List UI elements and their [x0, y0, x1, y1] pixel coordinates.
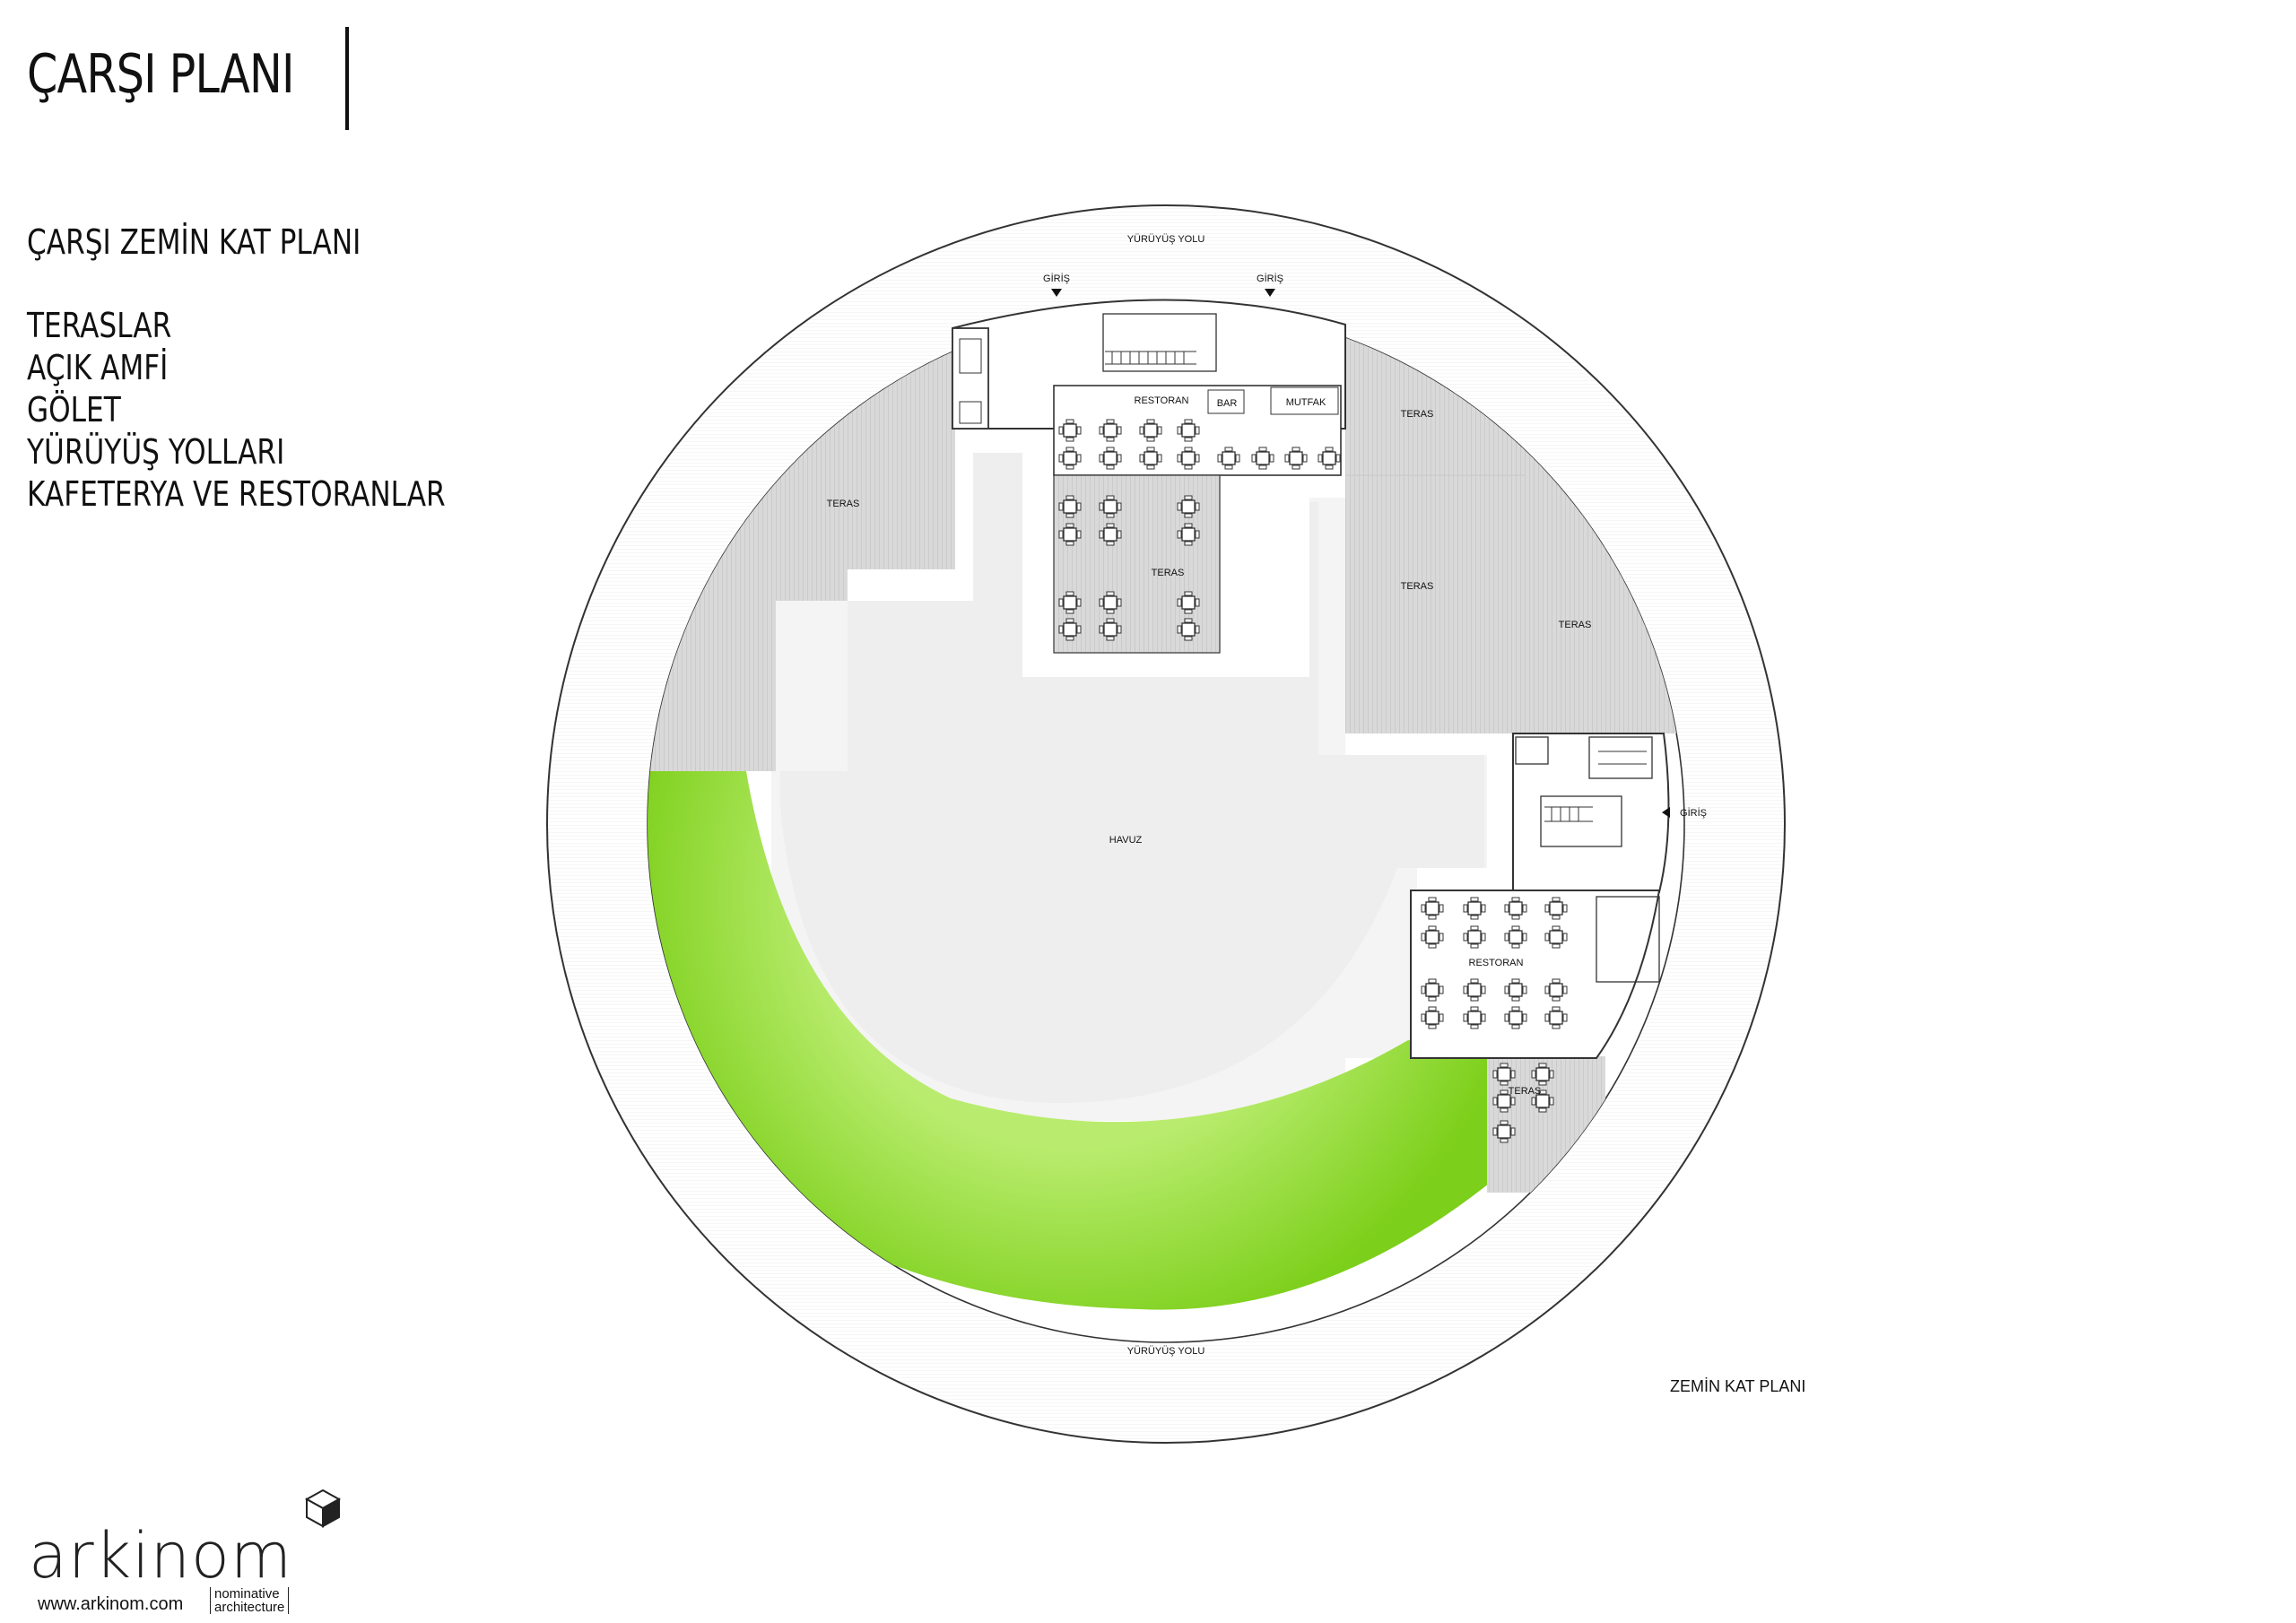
entrance-marker-1	[1051, 289, 1062, 297]
label-walkway-bottom: YÜRÜYÜŞ YOLU	[1127, 1346, 1205, 1357]
label-mutfak: MUTFAK	[1286, 397, 1326, 408]
title-divider	[345, 27, 349, 130]
east-building	[1512, 733, 1670, 893]
pool	[780, 453, 1484, 1103]
label-teras-center: TERAS	[1152, 568, 1185, 578]
label-entrance-1: GİRİŞ	[1043, 273, 1070, 284]
feature-item: KAFETERYA VE RESTORANLAR	[27, 474, 446, 514]
label-walkway-top: YÜRÜYÜŞ YOLU	[1127, 234, 1205, 245]
label-teras-west: TERAS	[827, 499, 860, 509]
brand-logo[interactable]: arkinom www.arkinom.com nominative archi…	[29, 1488, 342, 1614]
label-teras-se: TERAS	[1509, 1086, 1542, 1097]
feature-item: AÇIK AMFİ	[27, 348, 169, 387]
green-amphitheatre	[648, 771, 1489, 1310]
label-restoran-top: RESTORAN	[1135, 395, 1189, 406]
feature-item: TERASLAR	[27, 306, 172, 345]
cube-icon	[304, 1488, 342, 1528]
feature-item: YÜRÜYÜŞ YOLLARI	[27, 432, 285, 472]
plan-caption: ZEMİN KAT PLANI	[1670, 1377, 1806, 1395]
label-teras-ne-3: TERAS	[1559, 620, 1592, 630]
tagline-line-2: architecture	[214, 1600, 285, 1615]
page-subtitle: ÇARŞI ZEMİN KAT PLANI	[27, 222, 361, 262]
label-havuz: HAVUZ	[1109, 835, 1143, 846]
label-teras-ne-2: TERAS	[1401, 581, 1434, 592]
entrance-marker-2	[1265, 289, 1275, 297]
label-entrance-3: GİRİŞ	[1680, 807, 1707, 819]
entrance-marker-3	[1662, 807, 1670, 818]
feature-item: GÖLET	[27, 390, 121, 430]
website-link[interactable]: www.arkinom.com	[38, 1594, 184, 1614]
label-bar: BAR	[1217, 398, 1238, 409]
label-teras-ne-1: TERAS	[1401, 409, 1434, 420]
feature-list: TERASLAR AÇIK AMFİ GÖLET YÜRÜYÜŞ YOLLARI…	[27, 305, 446, 516]
logo-tagline: nominative architecture	[210, 1586, 290, 1615]
label-restoran-east: RESTORAN	[1469, 958, 1524, 968]
logo-text: arkinom	[29, 1519, 293, 1593]
page-title: ÇARŞI PLANI	[27, 43, 295, 106]
label-entrance-2: GİRİŞ	[1257, 273, 1283, 284]
tagline-line-1: nominative	[214, 1586, 280, 1601]
